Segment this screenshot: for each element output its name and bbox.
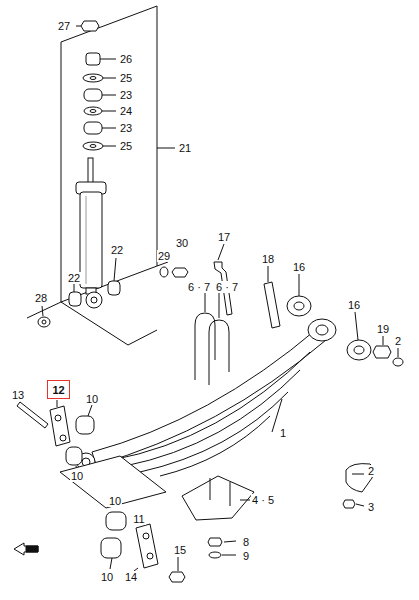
callout-number: 10: [100, 571, 114, 583]
callout-number: 10: [70, 470, 84, 482]
callout-number: 4 · 5: [251, 494, 275, 506]
front-hanger-parts: [17, 400, 166, 508]
callout-number: 18: [261, 253, 275, 265]
callout-number: 25: [119, 140, 133, 152]
callout-number: 6 · 7: [187, 281, 211, 293]
forward-arrow: [14, 543, 38, 555]
u-bolts: [195, 293, 229, 385]
callout-number: 15: [173, 544, 187, 556]
callout-number: 22: [67, 272, 81, 284]
callout-number: 3: [367, 501, 375, 513]
callout-number: 11: [132, 513, 145, 525]
callout-number: 10: [85, 393, 99, 405]
callout-number: 1: [279, 427, 287, 439]
callout-number: 2: [394, 335, 402, 347]
callout-number: 29: [157, 250, 171, 262]
callout-number: 27: [57, 20, 71, 32]
callout-number: 2: [367, 465, 375, 477]
callout-number: 23: [119, 89, 133, 101]
callout-number: 28: [34, 292, 48, 304]
callout-number: 16: [292, 261, 306, 273]
top-mount-hardware: [76, 21, 116, 150]
callout-number: 6 · 7: [215, 281, 239, 293]
callout-number: 17: [217, 231, 231, 243]
spring-seat-plate: [182, 476, 254, 558]
callout-number: 25: [119, 72, 133, 84]
group-frame: [27, 6, 175, 345]
callout-number: 8: [242, 536, 250, 548]
callout-number: 21: [178, 142, 192, 154]
callout-number: 13: [11, 389, 25, 401]
callout-number: 26: [119, 53, 133, 65]
callout-number: 30: [175, 237, 189, 249]
leaf-spring: [77, 319, 336, 476]
callout-number: 22: [110, 244, 124, 256]
callout-number: 16: [347, 299, 361, 311]
shock-absorber: [38, 158, 188, 327]
callout-number: 23: [119, 122, 133, 134]
callout-number: 14: [124, 571, 138, 583]
callout-number: 9: [242, 550, 250, 562]
callout-number: 10: [108, 495, 122, 507]
callout-number: 12: [53, 384, 64, 396]
callout-number: 19: [376, 323, 390, 335]
highlighted-callout-box: 12: [47, 380, 70, 399]
callout-number: 24: [119, 105, 133, 117]
